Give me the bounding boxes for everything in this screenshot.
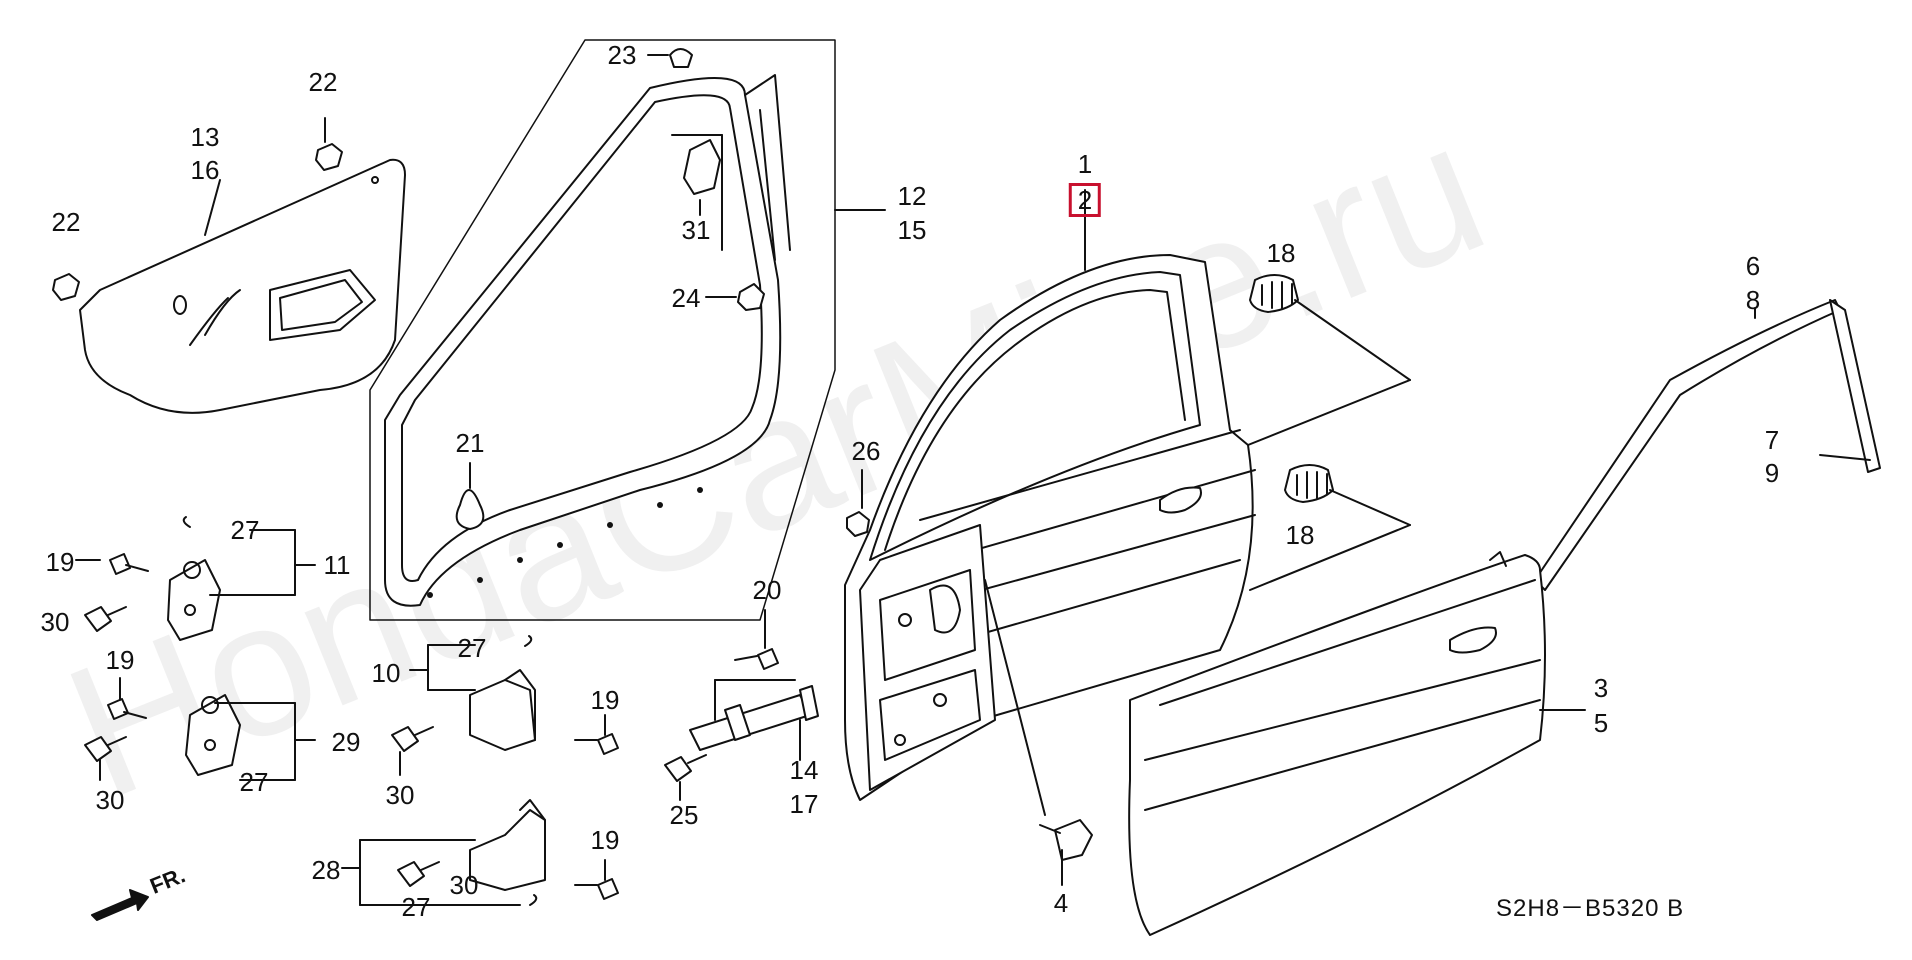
front-arrow	[91, 889, 149, 921]
holder-31	[671, 134, 723, 251]
callout-2-highlighted[interactable]: 2	[1068, 183, 1102, 217]
callout-29: 29	[331, 727, 361, 757]
bolt-20	[734, 648, 779, 670]
callout-25: 25	[669, 800, 699, 830]
callout-3: 3	[1593, 673, 1609, 703]
stopper-18-top	[1249, 274, 1299, 313]
diagram-code: S2H8－B5320 B	[1496, 895, 1685, 922]
callout-27-b: 27	[457, 633, 487, 663]
clip-22-top	[315, 117, 343, 171]
callout-19-d: 19	[590, 825, 620, 855]
door-frame	[844, 254, 1256, 801]
bolt-30-a	[84, 606, 127, 632]
clip-21	[455, 489, 485, 530]
callout-19-c: 19	[590, 685, 620, 715]
bolt-19-b	[107, 698, 147, 720]
callout-27-d: 27	[401, 892, 431, 922]
clip-24	[737, 283, 765, 311]
hinge-11	[167, 559, 221, 641]
door-checker	[689, 685, 819, 751]
door-skin	[1128, 551, 1546, 936]
callout-20: 20	[752, 575, 782, 605]
stopper-18-bottom	[1284, 464, 1334, 503]
weatherstrip	[384, 74, 791, 607]
callout-13: 13	[190, 122, 220, 152]
bolt-30-b	[84, 736, 127, 762]
bolt-30-d	[397, 861, 440, 887]
callout-30-c: 30	[385, 780, 415, 810]
striker-4	[1039, 819, 1093, 861]
sash-molding	[1534, 299, 1881, 591]
bolt-30-c	[391, 726, 434, 752]
callout-5: 5	[1593, 708, 1609, 738]
clip-26	[846, 511, 870, 537]
callout-14: 14	[789, 755, 819, 785]
callout-19-a: 19	[45, 547, 75, 577]
callout-8: 8	[1745, 285, 1761, 315]
callout-4: 4	[1053, 888, 1069, 918]
callout-15: 15	[897, 215, 927, 245]
callout-7: 7	[1764, 425, 1780, 455]
callout-30-a: 30	[40, 607, 70, 637]
callout-24: 24	[671, 283, 701, 313]
door-trim-panel	[79, 158, 406, 414]
callout-18-top: 18	[1266, 238, 1296, 268]
bolt-19-a	[109, 553, 149, 575]
bolt-25	[664, 754, 707, 782]
callout-21: 21	[455, 428, 485, 458]
weatherstrip-outline	[369, 39, 836, 621]
clip-22-left	[52, 273, 80, 301]
callout-16: 16	[190, 155, 220, 185]
callout-9: 9	[1764, 458, 1780, 488]
callout-22-top: 22	[308, 67, 338, 97]
callout-22-left: 22	[51, 207, 81, 237]
hinge-29	[185, 694, 241, 776]
callout-1: 1	[1077, 149, 1093, 179]
callout-27-a: 27	[230, 515, 260, 545]
callout-12: 12	[897, 181, 927, 211]
callout-30-d: 30	[449, 870, 479, 900]
callout-19-b: 19	[105, 645, 135, 675]
callout-30-b: 30	[95, 785, 125, 815]
callout-11: 11	[323, 550, 351, 580]
callout-6: 6	[1745, 251, 1761, 281]
hinge-28	[469, 799, 546, 891]
callout-27-c: 27	[239, 767, 269, 797]
callout-26: 26	[851, 436, 881, 466]
callout-18-bottom: 18	[1285, 520, 1315, 550]
clip-23	[669, 48, 693, 68]
callout-10: 10	[371, 658, 401, 688]
callout-23: 23	[607, 40, 637, 70]
callout-17: 17	[789, 789, 819, 819]
bolt-19-c	[574, 733, 619, 755]
hinge-10	[469, 669, 536, 751]
bolt-19-d	[574, 878, 619, 900]
callout-28: 28	[311, 855, 341, 885]
callout-31: 31	[681, 215, 711, 245]
